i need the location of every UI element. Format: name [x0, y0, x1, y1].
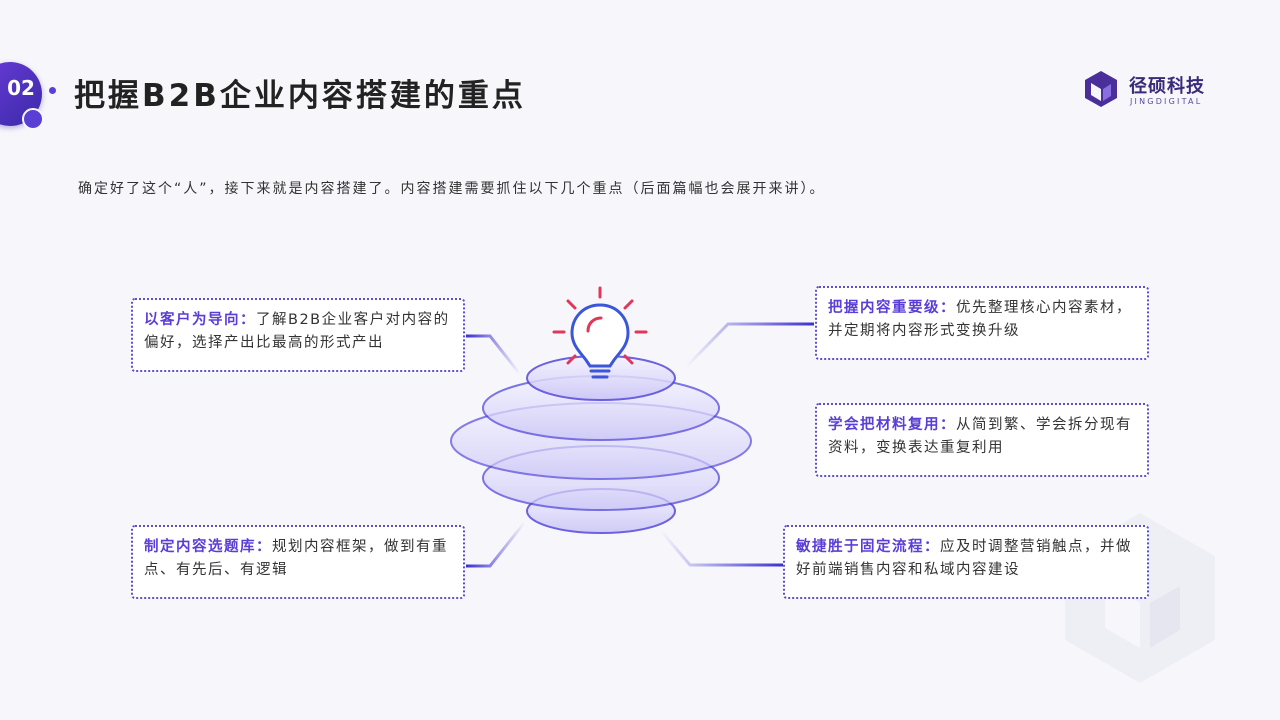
point-card-priority: 把握内容重要级：优先整理核心内容素材，并定期将内容形式变换升级 [815, 286, 1149, 360]
point-body: 规划内容框架，做到有重点、有先后、有逻辑 [144, 539, 448, 578]
connector-customer [466, 334, 522, 375]
point-heading: 制定内容选题库： [144, 539, 272, 555]
point-body: 了解B2B企业客户对内容的偏好，选择产出比最高的形式产出 [144, 312, 450, 351]
point-heading: 以客户为导向： [144, 312, 256, 328]
intro-text: 确定好了这个“人”，接下来就是内容搭建了。内容搭建需要抓住以下几个重点（后面篇幅… [78, 181, 826, 197]
logo-name-cn: 径硕科技 [1129, 76, 1205, 97]
point-card-topic-library: 制定内容选题库：规划内容框架，做到有重点、有先后、有逻辑 [131, 525, 465, 599]
point-body: 从简到繁、学会拆分现有资料，变换表达重复利用 [828, 417, 1132, 456]
connector-priority [683, 322, 814, 370]
point-heading: 敏捷胜于固定流程： [796, 539, 940, 555]
title-bullet [49, 87, 56, 94]
connector-topic-library [466, 521, 527, 568]
point-card-process: 敏捷胜于固定流程：应及时调整营销触点，并做好前端销售内容和私域内容建设 [783, 525, 1149, 599]
logo: 径硕科技 JINGDIGITAL [1083, 70, 1223, 110]
jingdigital-logo-icon [1085, 71, 1117, 107]
point-body: 应及时调整营销触点，并做好前端销售内容和私域内容建设 [796, 539, 1132, 578]
point-card-reuse: 学会把材料复用：从简到繁、学会拆分现有资料，变换表达重复利用 [815, 403, 1149, 477]
logo-name-en: JINGDIGITAL [1130, 97, 1203, 106]
connector-process [658, 529, 784, 567]
point-card-customer: 以客户为导向：了解B2B企业客户对内容的偏好，选择产出比最高的形式产出 [131, 298, 465, 372]
point-heading: 把握内容重要级： [828, 300, 956, 316]
connector-lines [466, 322, 814, 568]
page-title: 把握B2B企业内容搭建的重点 [74, 78, 526, 114]
point-body: 优先整理核心内容素材，并定期将内容形式变换升级 [828, 300, 1132, 339]
section-badge-dot [22, 108, 44, 130]
disc-stack [450, 355, 752, 534]
lightbulb-icon [552, 286, 648, 379]
section-number: 02 [7, 76, 35, 100]
point-heading: 学会把材料复用： [828, 417, 956, 433]
